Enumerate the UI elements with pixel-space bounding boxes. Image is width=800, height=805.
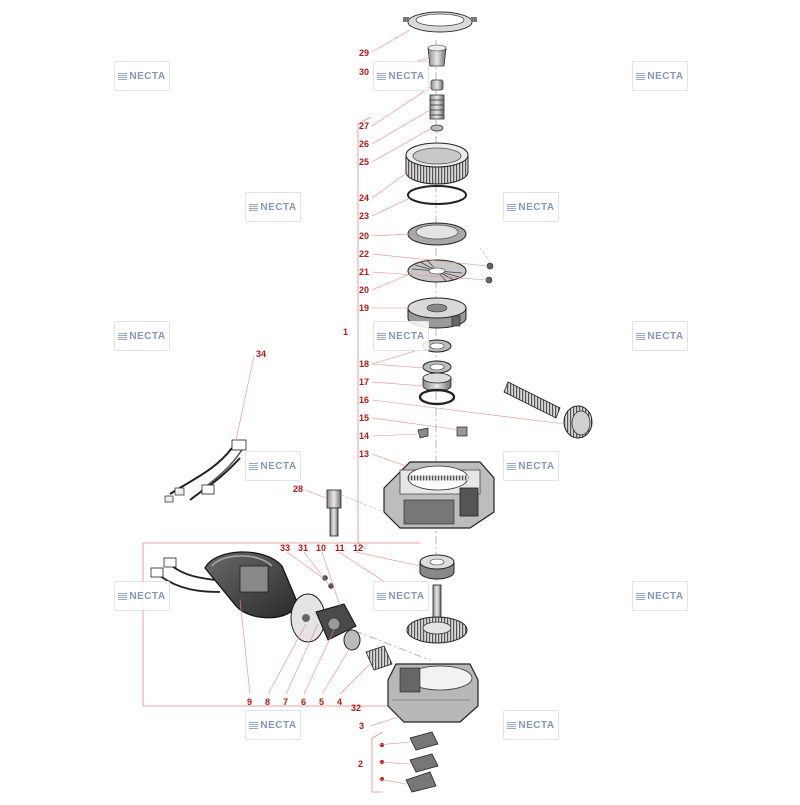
part-24-adjusting-ring: [405, 142, 469, 185]
callout-16: 16: [359, 395, 370, 405]
necta-watermark: NECTA: [245, 710, 301, 740]
necta-logo-icon: [377, 592, 387, 600]
callout-7: 7: [283, 697, 289, 707]
necta-watermark: NECTA: [114, 61, 170, 91]
callout-30: 30: [359, 67, 370, 77]
necta-logo-icon: [118, 72, 128, 80]
necta-logo-icon: [507, 462, 517, 470]
callout-18: 18: [359, 359, 370, 369]
necta-watermark: NECTA: [503, 710, 559, 740]
part-22-screws: [479, 247, 494, 284]
necta-logo-icon: [118, 332, 128, 340]
callout-31: 31: [298, 543, 309, 553]
part-17-bushing: [422, 372, 452, 392]
callout-11: 11: [335, 543, 345, 553]
callout-17: 17: [359, 377, 370, 387]
callout-23: 23: [359, 211, 370, 221]
callout-29: 29: [359, 48, 370, 58]
necta-logo-icon: [377, 72, 387, 80]
callout-20-upper: 20: [359, 231, 370, 241]
part-4-pinion: [365, 645, 393, 671]
necta-watermark: NECTA: [503, 451, 559, 481]
part-20-upper-burr-holder: [407, 222, 467, 246]
callout-6: 6: [301, 697, 307, 707]
necta-logo-icon: [507, 721, 517, 729]
necta-watermark: NECTA: [632, 61, 688, 91]
callout-34: 34: [256, 349, 267, 359]
necta-watermark: NECTA: [632, 321, 688, 351]
leader-lines: [235, 29, 566, 785]
necta-logo-icon: [636, 72, 646, 80]
part-13-grinder-housing: [383, 461, 495, 529]
necta-watermark: NECTA: [114, 321, 170, 351]
callout-24: 24: [359, 193, 370, 203]
callout-2: 2: [358, 759, 364, 769]
necta-logo-icon: [377, 332, 387, 340]
necta-watermark: NECTA: [373, 321, 429, 351]
callout-19: 19: [359, 303, 370, 313]
part-5-washer: [343, 629, 361, 651]
part-28-pin: [326, 489, 385, 537]
necta-watermark: NECTA: [245, 192, 301, 222]
necta-logo-icon: [636, 592, 646, 600]
callout-14: 14: [359, 431, 370, 441]
necta-logo-icon: [636, 332, 646, 340]
necta-logo-icon: [507, 203, 517, 211]
callout-25: 25: [359, 157, 370, 167]
part-7-gear-housing: [315, 603, 357, 641]
callout-28: 28: [293, 484, 304, 494]
part-3-gearbox: [387, 663, 479, 723]
part-14-15-clip-nut: [417, 426, 468, 439]
part-9-motor: [150, 551, 299, 619]
part-29-top-ring: [403, 11, 477, 33]
part-26-spring: [429, 94, 445, 120]
necta-watermark: NECTA: [114, 581, 170, 611]
necta-watermark: NECTA: [245, 451, 301, 481]
part-16-ring: [418, 388, 456, 406]
necta-logo-icon: [249, 721, 259, 729]
part-30-cone: [427, 44, 447, 67]
necta-watermark: NECTA: [373, 581, 429, 611]
necta-logo-icon: [118, 592, 128, 600]
callout-3: 3: [359, 721, 365, 731]
necta-watermark: NECTA: [503, 192, 559, 222]
necta-logo-icon: [249, 203, 259, 211]
callout-13: 13: [359, 449, 370, 459]
part-25-washer: [430, 124, 444, 132]
part-2-micro-switches: [380, 731, 439, 793]
necta-watermark: NECTA: [373, 61, 429, 91]
part-21-grinding-burr: [407, 259, 467, 283]
callout-22: 22: [359, 249, 370, 259]
part-23-o-ring: [407, 185, 467, 205]
callout-21: 21: [359, 267, 370, 277]
part-34-cable-harness: [164, 439, 247, 503]
callout-9: 9: [247, 697, 253, 707]
callout-1: 1: [343, 327, 349, 337]
necta-watermark: NECTA: [632, 581, 688, 611]
part-16-worm-screw-knob: [503, 381, 593, 439]
callout-33: 33: [280, 543, 291, 553]
part-27-cap: [430, 79, 444, 91]
callout-4: 4: [337, 697, 343, 707]
callout-27: 27: [359, 121, 370, 131]
callout-20-lower: 20: [359, 285, 370, 295]
callout-5: 5: [319, 697, 325, 707]
necta-logo-icon: [249, 462, 259, 470]
part-10-shaft-crown-gear: [406, 584, 468, 644]
part-12-bearing: [419, 554, 455, 580]
callout-15: 15: [359, 413, 370, 423]
callout-10: 10: [316, 543, 327, 553]
callout-12: 12: [353, 543, 364, 553]
callout-26: 26: [359, 139, 370, 149]
callout-8: 8: [265, 697, 271, 707]
callout-32: 32: [351, 703, 362, 713]
